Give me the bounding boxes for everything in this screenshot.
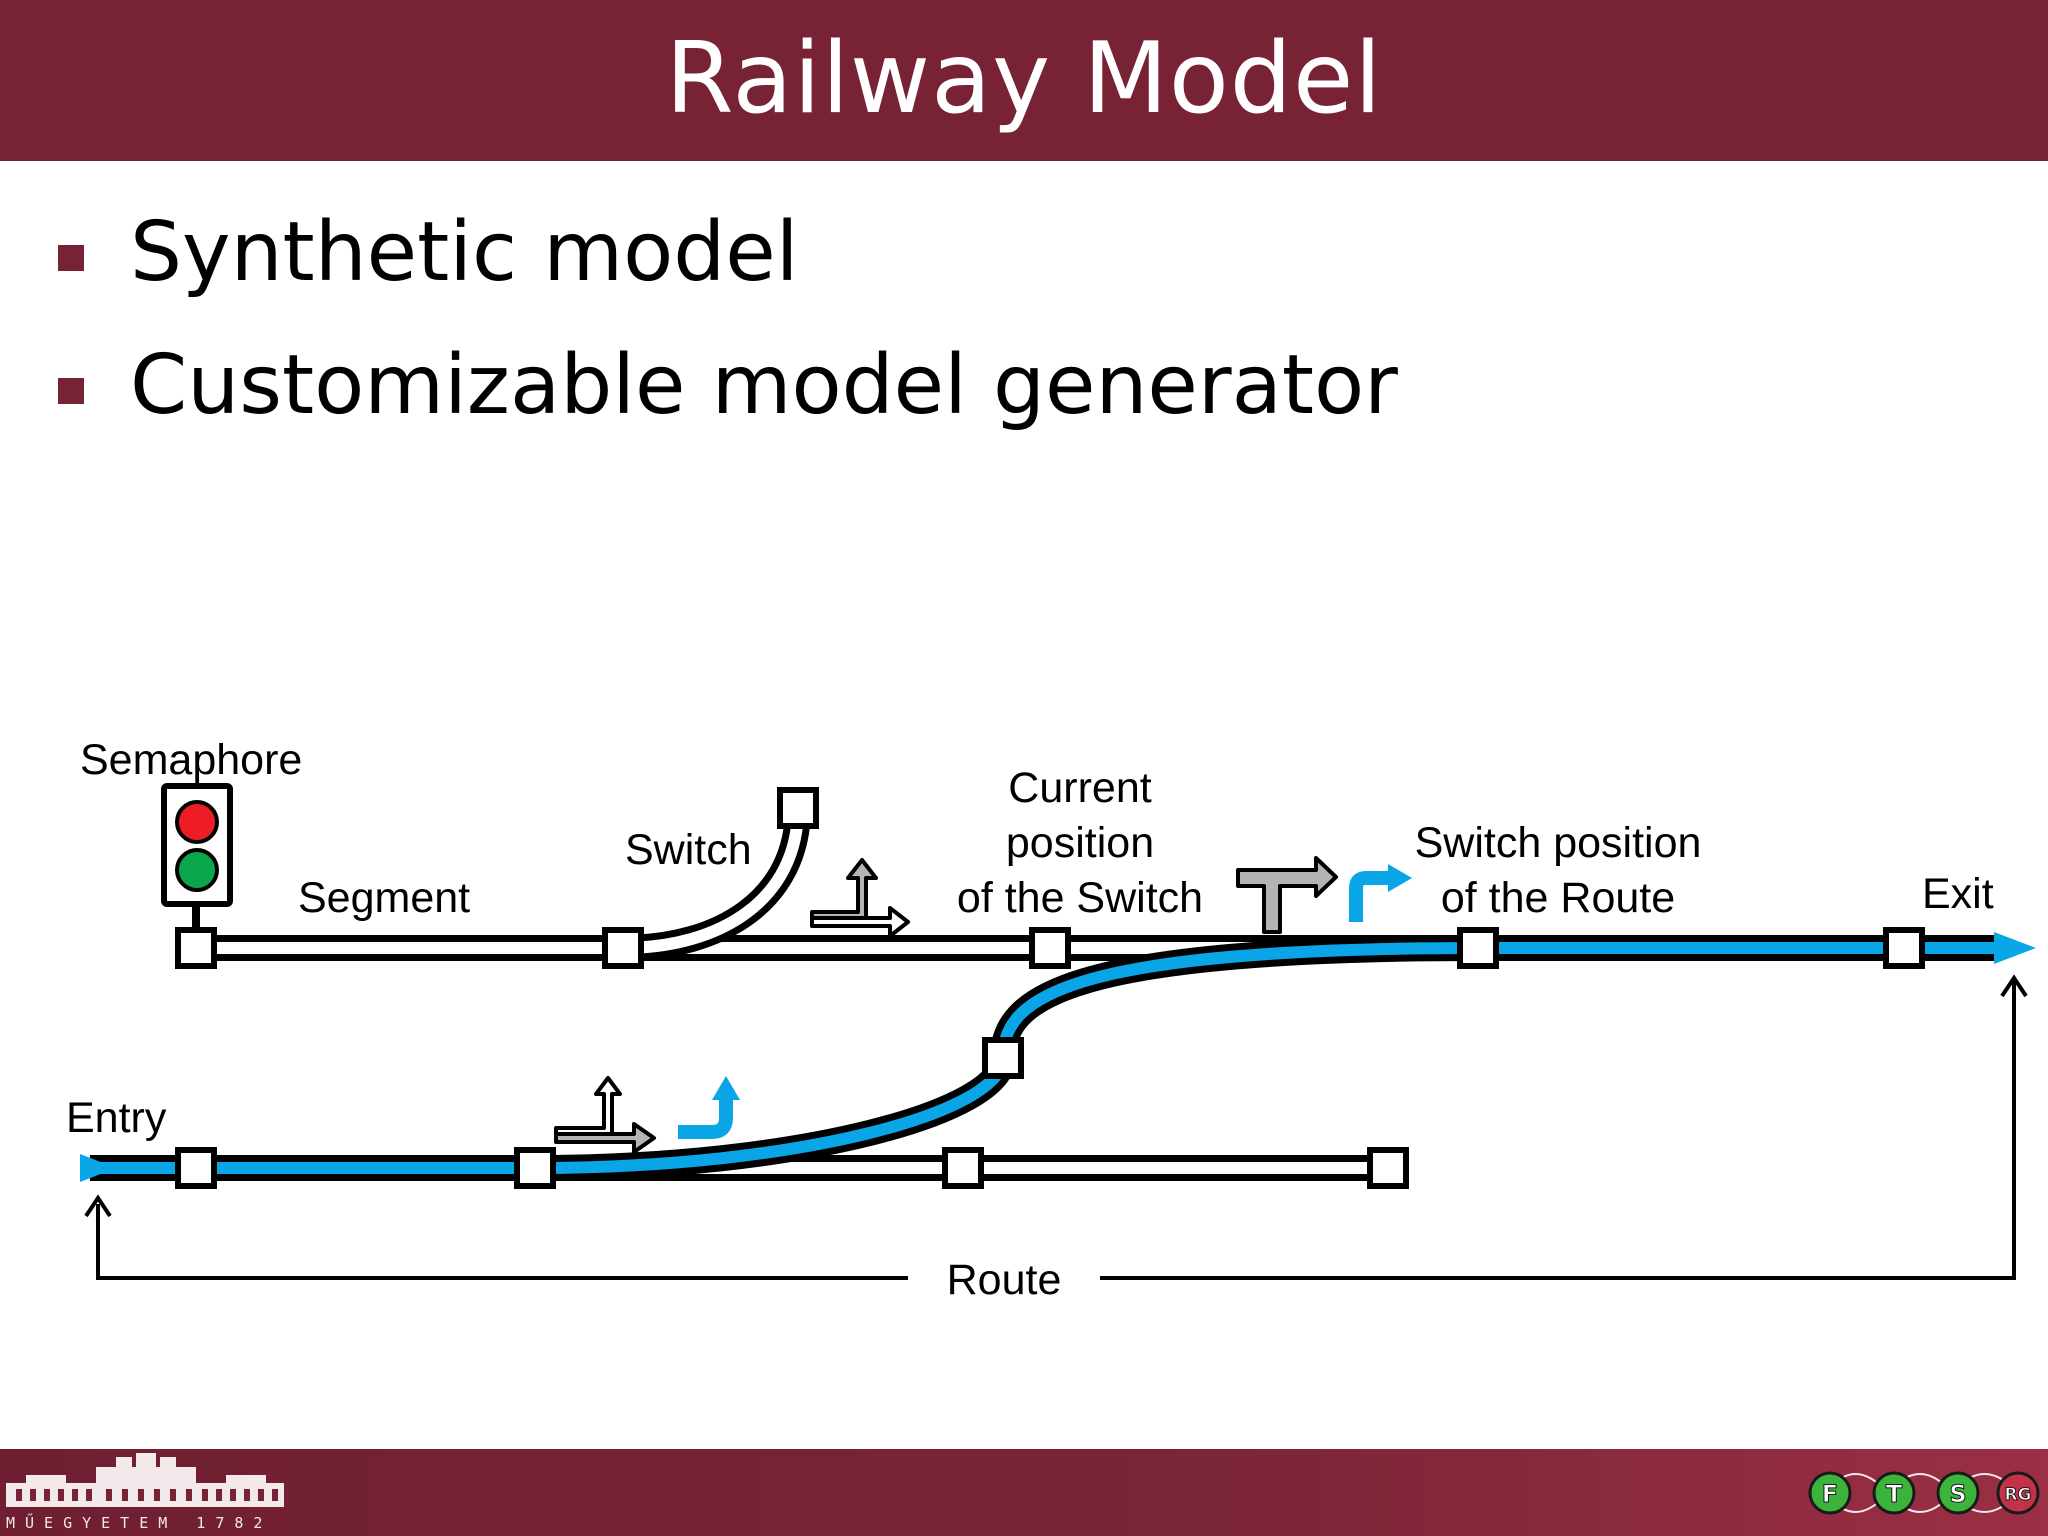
segment-nodes xyxy=(175,787,1925,1189)
route-bracket xyxy=(84,974,2028,1280)
node xyxy=(1367,1147,1409,1189)
semaphore-label: Semaphore xyxy=(80,736,302,784)
switch-position-icon xyxy=(810,858,910,938)
semaphore-icon xyxy=(161,783,233,930)
university-building-icon xyxy=(6,1453,284,1507)
logo-letter: RG xyxy=(2004,1485,2031,1505)
bullet-text: Synthetic model xyxy=(130,205,799,300)
entry-arrowhead xyxy=(80,1154,116,1182)
current-position-icon xyxy=(1236,856,1338,934)
node xyxy=(982,1037,1024,1079)
bullet-marker xyxy=(58,378,84,404)
node xyxy=(602,927,644,969)
node xyxy=(1883,927,1925,969)
exit-label: Exit xyxy=(1922,870,1994,918)
lower-switch-position-icon xyxy=(554,1076,656,1154)
logo-letter: S xyxy=(1949,1480,1966,1508)
footer-bar: MŰEGYETEM 1782 F T S RG xyxy=(0,1449,2048,1536)
bullet-marker xyxy=(58,245,84,271)
node xyxy=(175,1147,217,1189)
node xyxy=(514,1147,556,1189)
entry-label: Entry xyxy=(66,1094,167,1142)
route-label: Route xyxy=(947,1256,1062,1304)
exit-arrowhead xyxy=(1994,932,2036,964)
logo-circle xyxy=(1996,1471,2040,1515)
node xyxy=(777,787,819,829)
university-name: MŰEGYETEM 1782 xyxy=(6,1514,273,1532)
node xyxy=(175,927,217,969)
switch-position-route-label: Switch position xyxy=(1415,819,1702,867)
switch-branch-track xyxy=(622,807,811,961)
switch-label: Switch xyxy=(625,826,752,874)
node xyxy=(1457,927,1499,969)
current-position-label: position xyxy=(1006,819,1154,867)
title-bar: Railway Model xyxy=(0,0,2048,161)
bullet-text: Customizable model generator xyxy=(130,338,1398,433)
logo-letter: T xyxy=(1886,1480,1903,1508)
node xyxy=(942,1147,984,1189)
logo-letter: F xyxy=(1822,1480,1838,1508)
route-position-icon xyxy=(1349,864,1412,922)
node xyxy=(1029,927,1071,969)
current-position-label: Current xyxy=(1008,764,1151,812)
lower-route-position-icon xyxy=(678,1076,740,1139)
route-path xyxy=(90,935,1998,1181)
current-position-label: of the Switch xyxy=(957,874,1203,922)
segment-label: Segment xyxy=(298,874,470,922)
logo-circle xyxy=(1808,1471,1852,1515)
switch-position-route-label: of the Route xyxy=(1441,874,1675,922)
ftsrg-logo: F T S RG xyxy=(1808,1471,2040,1515)
logo-circle xyxy=(1872,1471,1916,1515)
slide-title: Railway Model xyxy=(665,21,1383,136)
logo-circle xyxy=(1936,1471,1980,1515)
